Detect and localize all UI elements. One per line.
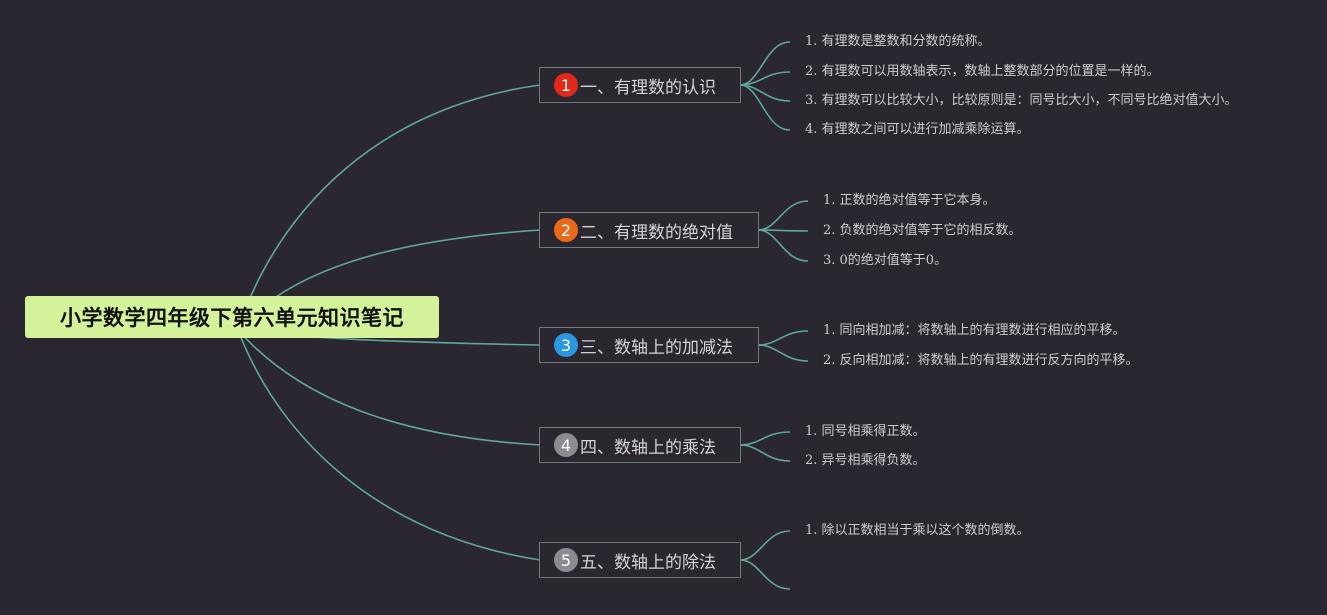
branch-topic-label: 一、有理数的认识 [580, 77, 716, 98]
subtopic-1-2[interactable]: 2. 有理数可以用数轴表示，数轴上整数部分的位置是一样的。 [805, 64, 1160, 79]
root-link-4 [237, 329, 541, 446]
branch-topic-2[interactable]: 2 二、有理数的绝对值 [539, 212, 759, 248]
branch-topic-label: 四、数轴上的乘法 [580, 437, 716, 458]
leaf-link-4-2 [739, 444, 791, 462]
subtopic-2-1[interactable]: 1. 正数的绝对值等于它本身。 [823, 193, 996, 208]
number-2-badge-icon: 2 [554, 218, 578, 242]
branch-topic-1[interactable]: 1 一、有理数的认识 [539, 67, 741, 103]
subtopic-4-1[interactable]: 1. 同号相乘得正数。 [805, 424, 926, 439]
branch-topic-label: 二、有理数的绝对值 [580, 222, 733, 243]
branch-topic-4[interactable]: 4 四、数轴上的乘法 [539, 427, 741, 463]
root-link-1 [237, 84, 541, 331]
subtopic-5-1[interactable]: 1. 除以正数相当于乘以这个数的倒数。 [805, 523, 1030, 538]
branch-topic-3[interactable]: 3 三、数轴上的加减法 [539, 327, 759, 363]
leaf-link-1-4 [739, 84, 791, 131]
subtopic-4-2[interactable]: 2. 异号相乘得负数。 [805, 453, 926, 468]
subtopic-1-4[interactable]: 4. 有理数之间可以进行加减乘除运算。 [805, 122, 1030, 137]
root-link-5 [237, 329, 541, 561]
leaf-link-3-1 [757, 330, 809, 346]
number-4-badge-icon: 4 [554, 433, 578, 457]
root-topic[interactable]: 小学数学四年级下第六单元知识笔记 [25, 296, 439, 338]
number-1-badge-icon: 1 [554, 73, 578, 97]
branch-topic-label: 五、数轴上的除法 [580, 552, 716, 573]
subtopic-3-2[interactable]: 2. 反向相加减：将数轴上的有理数进行反方向的平移。 [823, 353, 1139, 368]
number-5-badge-icon: 5 [554, 548, 578, 572]
leaf-link-4-1 [739, 431, 791, 446]
subtopic-1-3[interactable]: 3. 有理数可以比较大小，比较原则是：同号比大小，不同号比绝对值大小。 [805, 93, 1238, 108]
subtopic-1-1[interactable]: 1. 有理数是整数和分数的统称。 [805, 34, 991, 49]
leaf-link-3-2 [757, 344, 809, 362]
branch-topic-5[interactable]: 5 五、数轴上的除法 [539, 542, 741, 578]
leaf-link-5-2 [739, 559, 791, 590]
leaf-link-5-1 [739, 530, 791, 561]
subtopic-2-3[interactable]: 3. 0的绝对值等于0。 [823, 253, 948, 268]
subtopic-3-1[interactable]: 1. 同向相加减：将数轴上的有理数进行相应的平移。 [823, 323, 1126, 338]
branch-topic-label: 三、数轴上的加减法 [580, 337, 733, 358]
number-3-badge-icon: 3 [554, 333, 578, 357]
leaf-link-1-1 [739, 41, 791, 86]
subtopic-2-2[interactable]: 2. 负数的绝对值等于它的相反数。 [823, 223, 1022, 238]
leaf-link-2-1 [757, 200, 809, 231]
leaf-link-2-3 [757, 229, 809, 262]
